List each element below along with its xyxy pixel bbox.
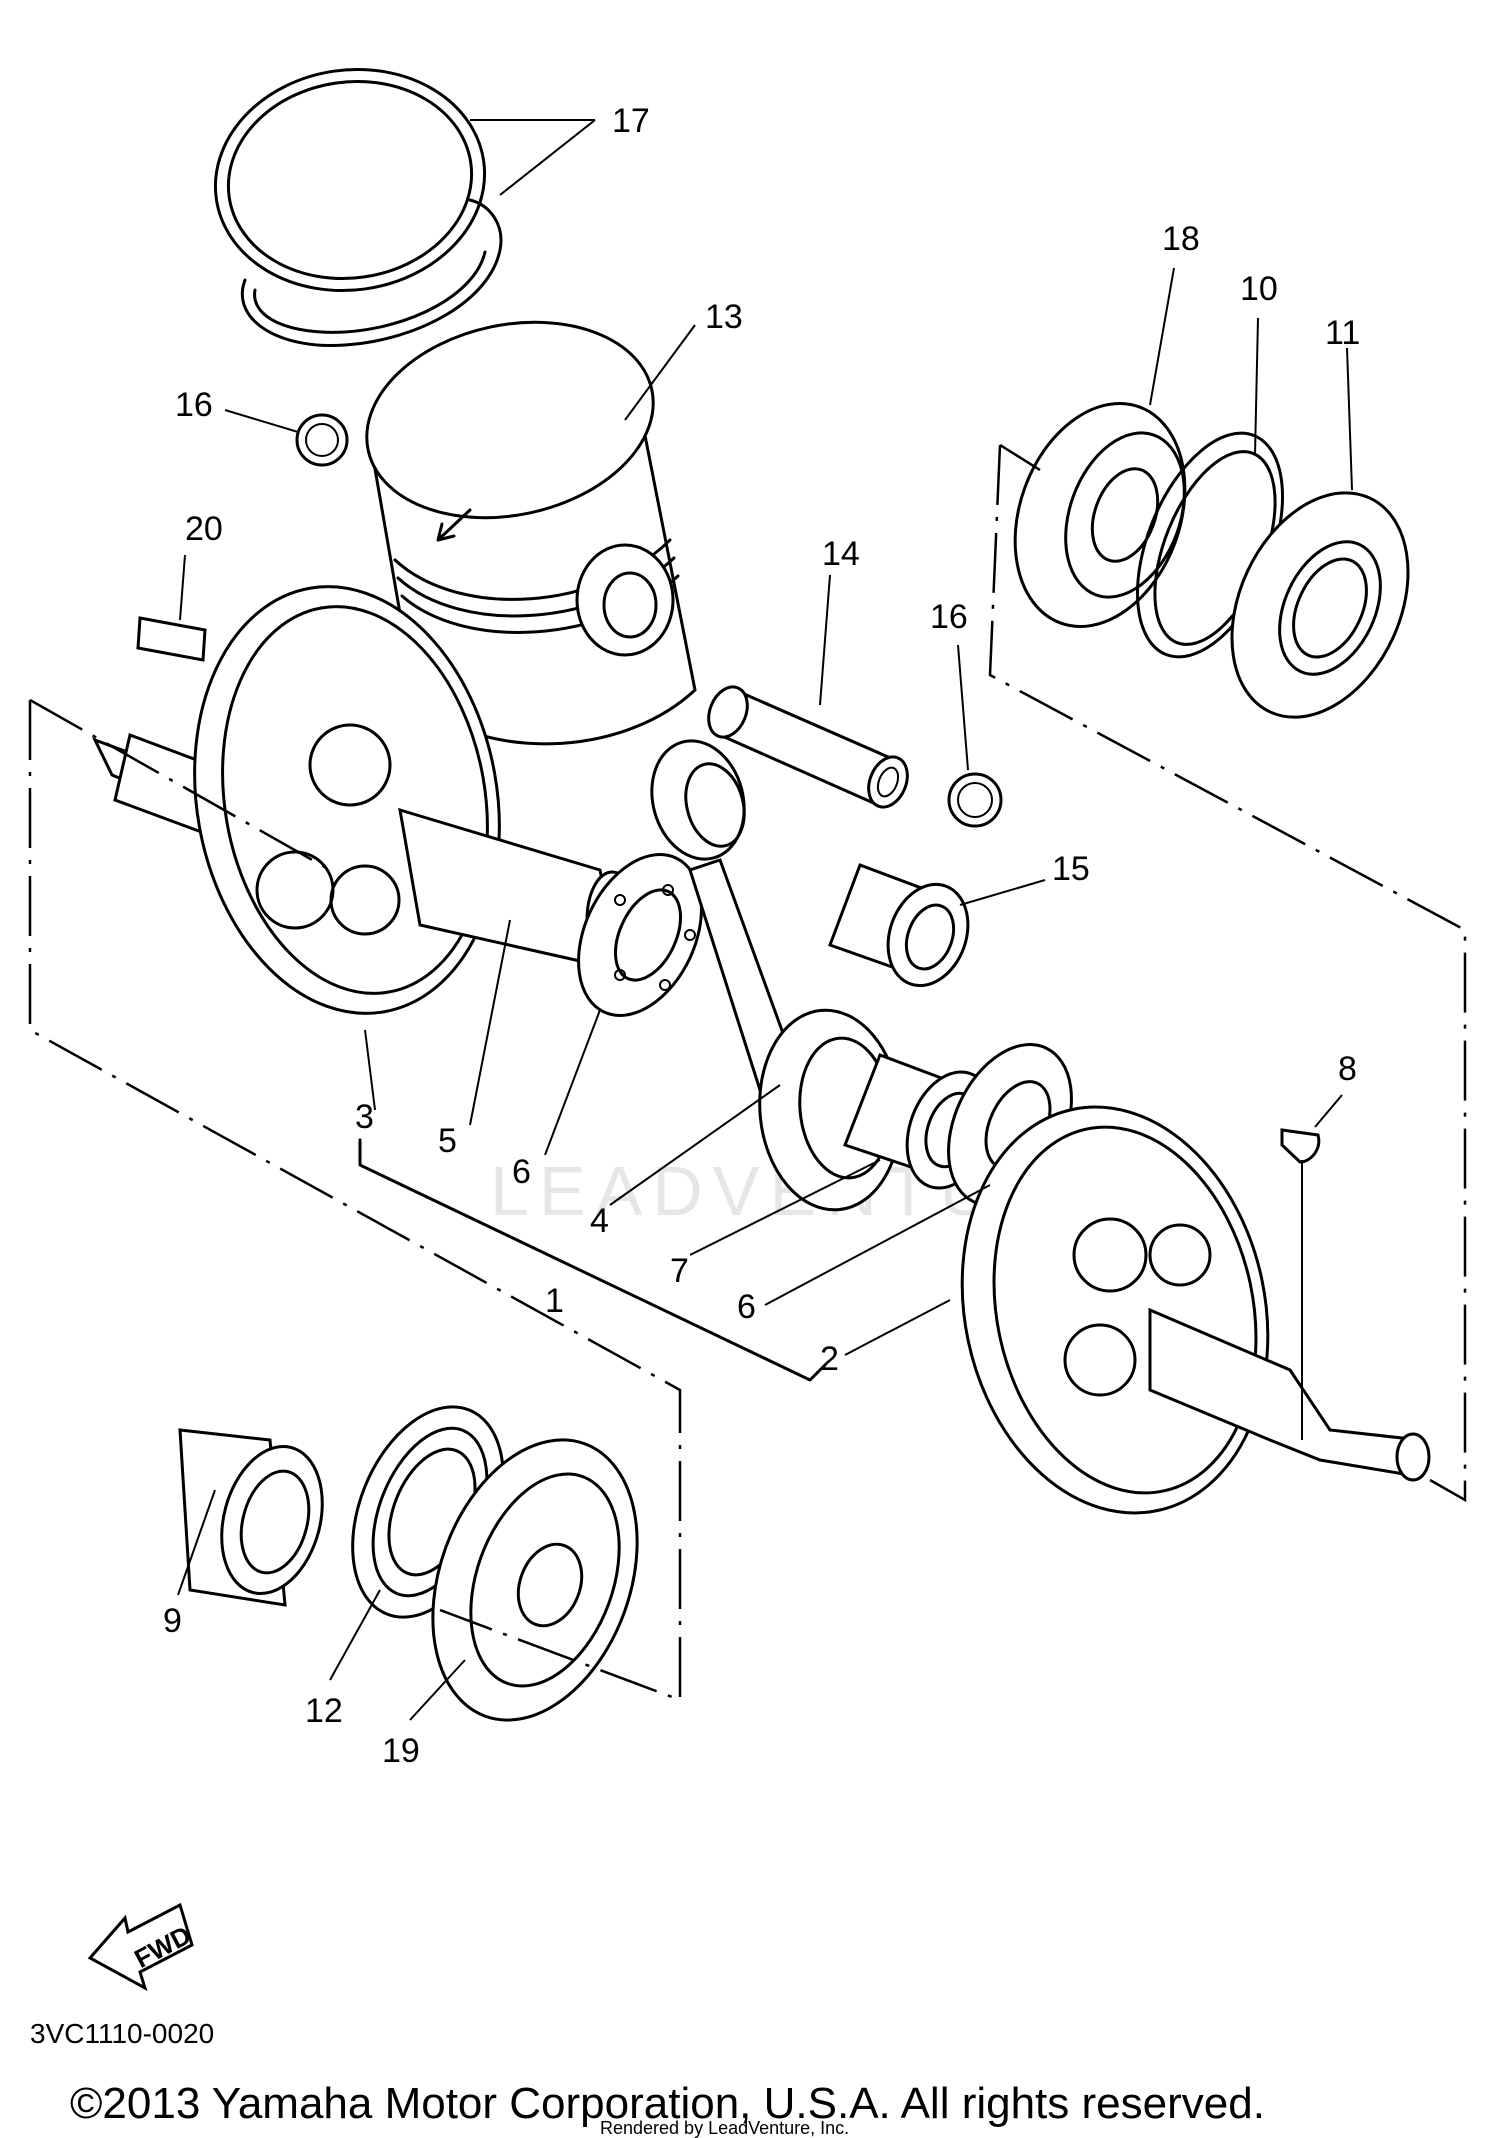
connecting-rod [650,739,902,1212]
grouping-lines [28,443,1467,1702]
callout-6-left: 6 [512,1153,531,1191]
callout-1: 1 [545,1282,564,1320]
callout-17: 17 [612,102,650,140]
piston-pin-clip-right [947,772,1003,828]
callout-12: 12 [305,1692,343,1730]
callout-9: 9 [163,1602,182,1640]
callout-19: 19 [382,1732,420,1770]
callout-18: 18 [1162,220,1200,258]
crank-left-half [92,585,639,1015]
small-end-bearing [828,863,970,988]
callout-8: 8 [1338,1050,1357,1088]
woodruff-key-8 [1280,1128,1321,1164]
callout-2: 2 [820,1340,839,1378]
thrust-washer-left [577,853,703,1017]
right-bearing-set [1013,402,1410,719]
callout-4: 4 [590,1202,609,1240]
assembly-bracket [358,1138,827,1382]
leader-lines [177,119,1353,1721]
callout-13: 13 [705,298,743,336]
callout-7: 7 [670,1252,689,1290]
callout-11: 11 [1325,314,1360,352]
callout-20: 20 [185,510,223,548]
callout-10: 10 [1240,270,1278,308]
left-bearing-set [178,1405,639,1722]
copyright-notice: ©2013 Yamaha Motor Corporation, U.S.A. A… [70,2079,1265,2128]
crank-right-half [960,1105,1431,1515]
woodruff-key-20 [136,616,207,662]
callout-16-right: 16 [930,598,968,636]
diagram-reference-code: 3VC1110-0020 [30,2018,214,2049]
callout-5: 5 [438,1122,457,1160]
callout-6-right: 6 [737,1288,756,1326]
piston-pin [707,685,909,809]
callout-16-left: 16 [175,386,213,424]
callout-14: 14 [822,535,860,573]
callout-15: 15 [1052,850,1090,888]
callout-3: 3 [355,1098,374,1136]
piston [365,320,697,746]
piston-pin-clip-left [295,413,349,467]
callouts: 17 13 16 20 14 16 15 18 10 11 8 3 5 6 4 … [163,102,1360,1770]
piston-rings [213,67,503,348]
rendered-by-notice: Rendered by LeadVenture, Inc. [600,2118,849,2138]
fwd-arrow-icon: FWD [87,1902,196,1992]
